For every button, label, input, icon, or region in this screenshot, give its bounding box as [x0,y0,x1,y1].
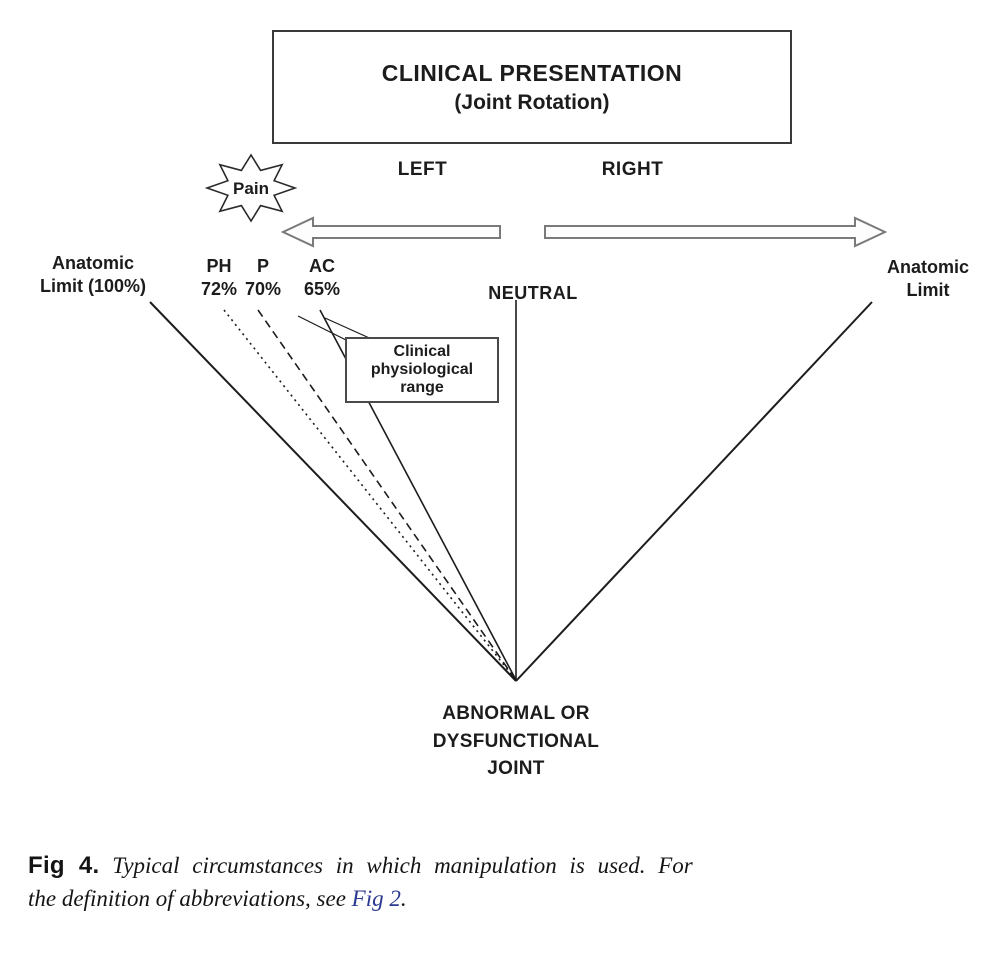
line-ph-dotted [223,309,516,680]
marker-ac: AC 65% [294,255,350,300]
label-anatomic-left: Anatomic Limit (100%) [18,252,168,297]
line-p-dashed [257,309,516,680]
label-right: RIGHT [601,159,664,180]
label-neutral: NEUTRAL [488,283,578,303]
marker-ph-abbr: PH [206,256,232,276]
marker-p: P 70% [236,255,290,300]
marker-ac-pct: 65% [303,278,341,299]
pain-star-icon: Pain [205,153,298,223]
caption-suffix: . [400,886,407,911]
marker-ac-abbr: AC [309,256,335,276]
marker-p-abbr: P [256,256,269,276]
caption-line2: the definition of abbreviations, see Fig… [28,886,973,912]
marker-ph: PH 72% [190,255,248,300]
label-anatomic-left-line1: Anatomic [51,253,134,273]
label-anatomic-left-line2: Limit (100%) [39,275,147,296]
range-box-line1: Clinical [393,343,451,361]
line-anatomic-right [515,301,873,682]
range-box-line2: physiological [370,361,474,379]
joint-label: ABNORMAL OR DYSFUNCTIONAL JOINT [390,700,642,783]
caption: Fig 4. Typical circumstances in which ma… [28,852,973,912]
label-left: LEFT [397,159,448,180]
caption-fig-label: Fig 4. [28,852,100,879]
arrow-left-icon [280,216,501,248]
line-anatomic-left [149,301,517,682]
fig2-link[interactable]: Fig 2 [351,886,401,911]
label-anatomic-right-line1: Anatomic [886,257,969,277]
title-line2: (Joint Rotation) [454,90,610,114]
marker-p-pct: 70% [244,278,282,299]
label-anatomic-right-line2: Limit [906,279,950,300]
joint-label-line1: ABNORMAL OR [442,703,590,724]
range-box-line3: range [400,378,444,396]
direction-arrows [280,216,888,248]
pain-label: Pain [233,179,269,198]
title-line1: CLINICAL PRESENTATION [381,59,683,86]
caption-line1: Fig 4. Typical circumstances in which ma… [28,852,973,880]
arrow-right-icon [544,216,888,248]
title-box: CLINICAL PRESENTATION (Joint Rotation) [272,30,792,144]
caption-line1-text: Typical circumstances in which manipulat… [99,853,693,878]
label-anatomic-right: Anatomic Limit [868,256,988,301]
marker-ph-pct: 72% [200,278,238,299]
range-box: Clinical physiological range [345,337,499,403]
joint-label-line2: DYSFUNCTIONAL [432,730,600,752]
caption-line2-text: the definition of abbreviations, see [28,886,352,911]
joint-label-line3: JOINT [487,758,545,780]
